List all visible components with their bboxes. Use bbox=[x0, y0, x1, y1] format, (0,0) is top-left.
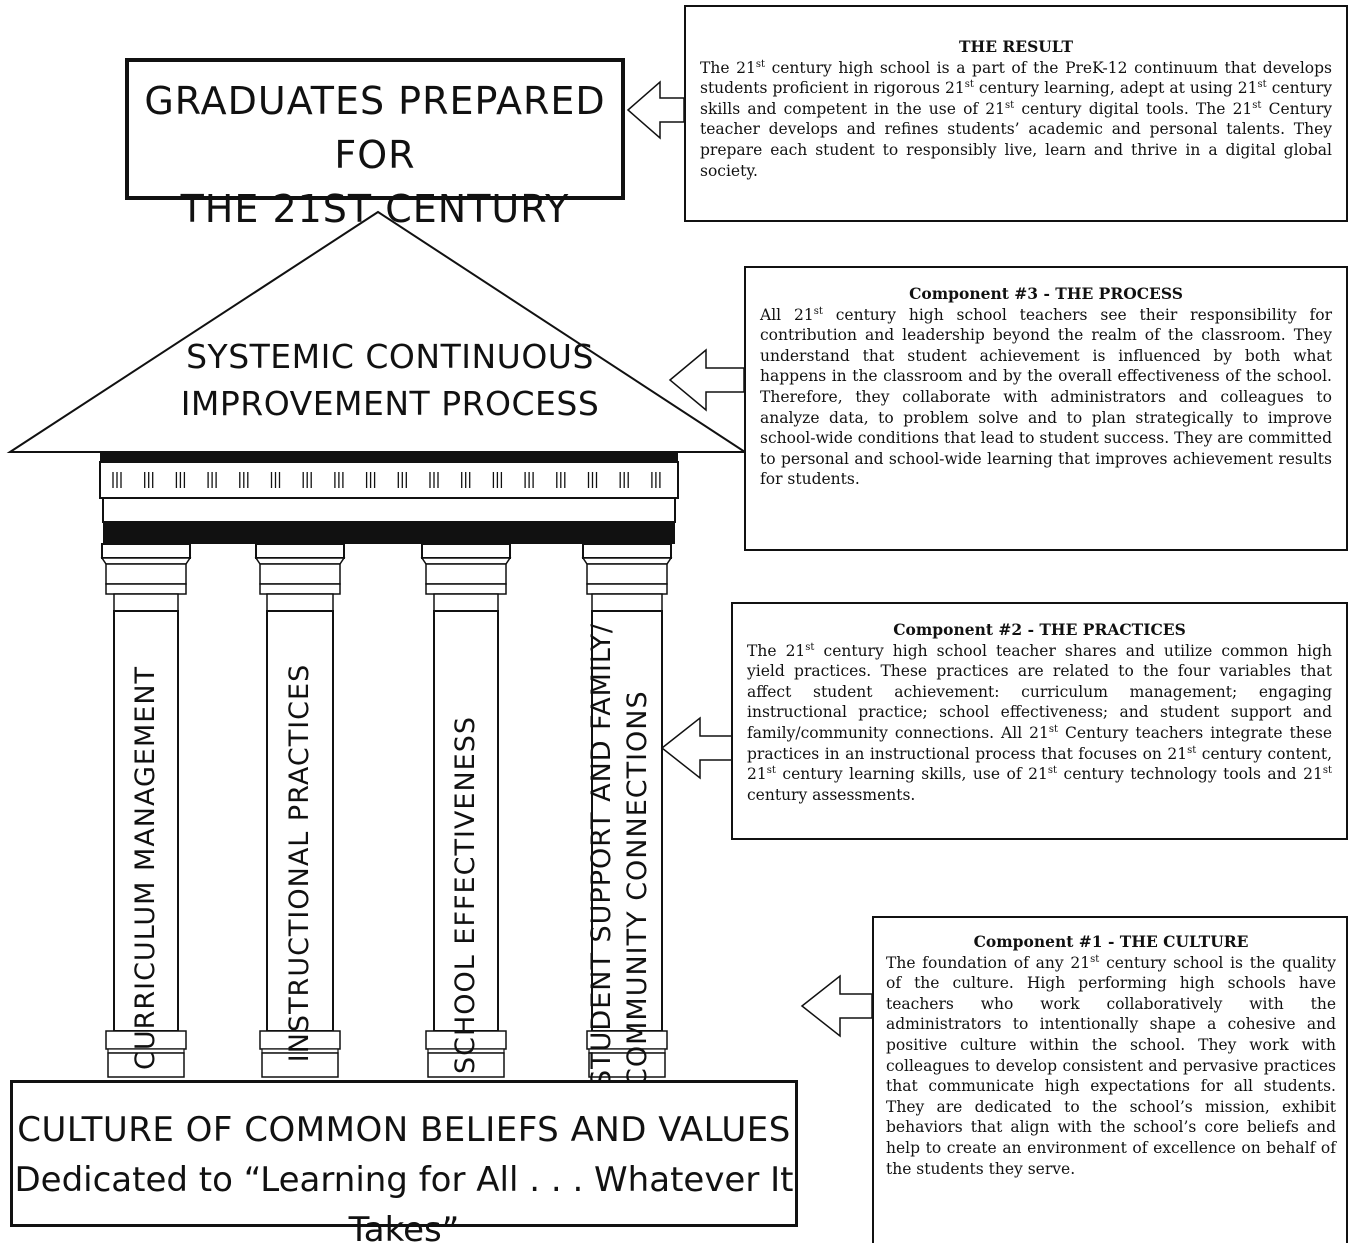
arrow-result bbox=[626, 80, 685, 140]
column-label-instructional: INSTRUCTIONAL PRACTICES bbox=[284, 663, 315, 1063]
column-neck bbox=[591, 593, 663, 612]
roof-beam bbox=[100, 452, 678, 462]
column-capital-ring bbox=[425, 583, 507, 595]
column-capital-taper bbox=[100, 557, 192, 565]
frieze-band bbox=[99, 461, 679, 499]
column-capital-slab bbox=[582, 543, 672, 559]
foundation-box: CULTURE OF COMMON BELIEFS AND VALUES Ded… bbox=[10, 1080, 798, 1250]
column-capital-ring bbox=[105, 583, 187, 595]
graduates-box: GRADUATES PREPARED FOR THE 21ST CENTURY bbox=[125, 58, 625, 231]
column-capital-block bbox=[259, 563, 341, 585]
arrow-process bbox=[668, 348, 745, 412]
roof-label-line1: SYSTEMIC CONTINUOUS bbox=[186, 337, 594, 376]
column-capital-ring bbox=[259, 583, 341, 595]
column-capital-taper bbox=[581, 557, 673, 565]
column-neck bbox=[433, 593, 499, 612]
column-capital-block bbox=[105, 563, 187, 585]
roof-label-line2: IMPROVEMENT PROCESS bbox=[180, 384, 600, 423]
column-shaft bbox=[591, 610, 663, 1032]
arrow-practices bbox=[660, 716, 733, 780]
cornice-band bbox=[102, 497, 676, 523]
column-4 bbox=[581, 543, 673, 1078]
culture-box: Component #1 - THE CULTURE The foundatio… bbox=[872, 916, 1348, 1243]
column-neck bbox=[266, 593, 334, 612]
column-3 bbox=[420, 543, 512, 1078]
lintel-beam bbox=[103, 522, 675, 544]
column-label-student-support-line1: STUDENT SUPPORT AND FAMILY/ bbox=[586, 623, 617, 1087]
process-title: Component #3 - THE PROCESS bbox=[909, 284, 1183, 303]
arrow-culture bbox=[800, 974, 873, 1038]
columns-group bbox=[100, 543, 673, 1078]
column-plinth bbox=[427, 1052, 505, 1078]
practices-box: Component #2 - THE PRACTICES The 21st ce… bbox=[731, 602, 1348, 840]
column-capital-block bbox=[586, 563, 668, 585]
column-label-student-support-line2: COMMUNITY CONNECTIONS bbox=[622, 690, 653, 1087]
graduates-line2: THE 21ST CENTURY bbox=[180, 187, 570, 231]
process-text: All 21st century high school teachers se… bbox=[760, 305, 1332, 489]
practices-title: Component #2 - THE PRACTICES bbox=[893, 620, 1186, 639]
column-1 bbox=[100, 543, 192, 1078]
column-plinth bbox=[588, 1052, 666, 1078]
foundation-line1: CULTURE OF COMMON BELIEFS AND VALUES bbox=[17, 1110, 791, 1150]
column-capital-taper bbox=[254, 557, 346, 565]
column-capital-slab bbox=[255, 543, 345, 559]
frieze-triglyphs bbox=[112, 472, 661, 488]
column-plinth bbox=[261, 1052, 339, 1078]
practices-text: The 21st century high school teacher sha… bbox=[747, 641, 1332, 804]
culture-text: The foundation of any 21st century schoo… bbox=[886, 953, 1336, 1178]
column-capital-block bbox=[425, 563, 507, 585]
column-label-effectiveness: SCHOOL EFFECTIVENESS bbox=[450, 716, 481, 1074]
column-capital-ring bbox=[586, 583, 668, 595]
column-label-curriculum: CURRICULUM MANAGEMENT bbox=[130, 665, 161, 1071]
column-capital-slab bbox=[101, 543, 191, 559]
result-box: THE RESULT The 21st century high school … bbox=[684, 5, 1348, 222]
column-capital-taper bbox=[420, 557, 512, 565]
column-capital-slab bbox=[421, 543, 511, 559]
column-2 bbox=[254, 543, 346, 1078]
result-text: The 21st century high school is a part o… bbox=[700, 58, 1332, 180]
result-title: THE RESULT bbox=[959, 37, 1073, 56]
column-neck bbox=[113, 593, 179, 612]
graduates-line1: GRADUATES PREPARED FOR bbox=[144, 79, 606, 177]
column-plinth bbox=[107, 1052, 185, 1078]
column-label-student-support: STUDENT SUPPORT AND FAMILY/ COMMUNITY CO… bbox=[584, 623, 656, 1087]
culture-title: Component #1 - THE CULTURE bbox=[973, 932, 1249, 951]
process-box: Component #3 - THE PROCESS All 21st cent… bbox=[744, 266, 1348, 551]
foundation-line2: Dedicated to “Learning for All . . . Wha… bbox=[14, 1160, 794, 1250]
